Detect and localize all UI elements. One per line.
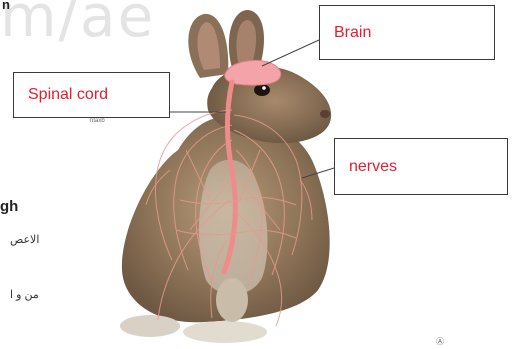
brain-leader-line [262, 40, 319, 66]
label-spinal-cord: Spinal cord [13, 72, 170, 118]
label-brain: Brain [319, 5, 495, 60]
label-nerves: nerves [334, 138, 508, 195]
label-spinal-cord-text: Spinal cord [28, 86, 108, 104]
label-brain-text: Brain [334, 24, 371, 42]
label-nerves-text: nerves [349, 158, 397, 176]
rabbit-eye [254, 84, 270, 96]
